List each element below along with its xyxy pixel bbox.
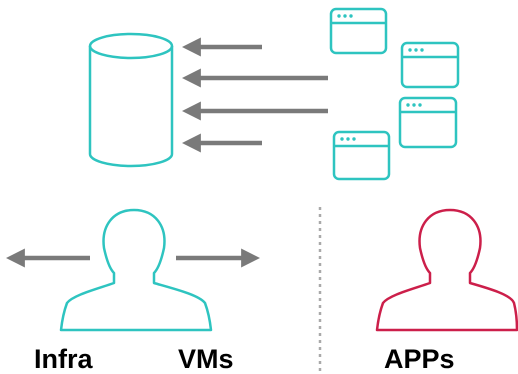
database-cylinder-icon <box>88 32 174 168</box>
person-silhouette-icon <box>59 208 213 332</box>
label-infra: Infra <box>34 344 93 374</box>
browser-window-icon <box>329 7 388 55</box>
browser-window-icon <box>332 130 391 181</box>
data-flow-arrows <box>181 37 328 153</box>
browser-window-icon <box>400 41 460 89</box>
browser-window-icon <box>398 96 458 149</box>
label-vms: VMs <box>178 344 234 374</box>
label-apps: APPs <box>384 344 455 374</box>
person-silhouette-icon <box>375 208 518 332</box>
